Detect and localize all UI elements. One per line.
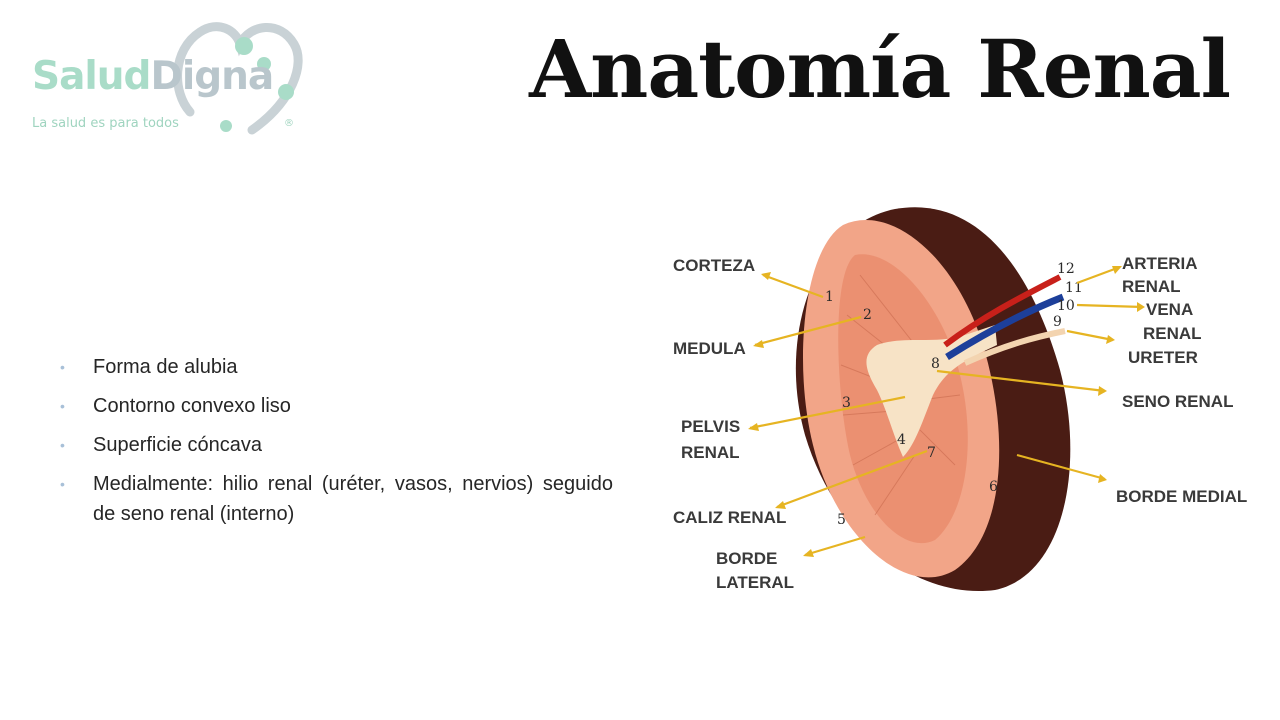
list-item: • Medialmente: hilio renal (uréter, vasos… — [60, 469, 613, 529]
arrow-medula — [754, 315, 862, 347]
bullet-icon: • — [60, 398, 65, 414]
label-arrows — [748, 265, 1145, 557]
label-vena-2: RENAL — [1143, 324, 1202, 343]
marker-8: 8 — [931, 356, 940, 372]
marker-10: 10 — [1057, 298, 1075, 314]
renal-artery — [943, 274, 1062, 348]
label-corteza: CORTEZA — [673, 256, 755, 275]
arrow-ureter — [1066, 329, 1114, 342]
label-arteria-1: ARTERIA — [1122, 254, 1198, 273]
list-item: • Superficie cóncava — [60, 430, 613, 460]
salud-digna-logo: SaludDigna La salud es para todos ® — [22, 10, 322, 145]
marker-1: 1 — [825, 289, 834, 305]
arrow-seno — [936, 369, 1106, 393]
label-borde-lateral-2: LATERAL — [716, 573, 794, 592]
arrow-arteria — [1076, 265, 1121, 285]
label-arteria-2: RENAL — [1122, 277, 1181, 296]
renal-pelvis — [866, 325, 997, 457]
kidney-diagram: 1 2 3 4 5 6 7 8 9 10 11 12 CORTEZA MEDUL… — [673, 207, 1247, 592]
label-medula: MEDULA — [673, 339, 746, 358]
registered-mark: ® — [284, 118, 294, 129]
label-seno: SENO RENAL — [1122, 392, 1233, 411]
label-borde-lateral-1: BORDE — [716, 549, 777, 568]
bullet-text: Superficie cóncava — [93, 434, 262, 456]
marker-5: 5 — [837, 512, 846, 528]
marker-11: 11 — [1065, 280, 1083, 296]
ureter — [963, 328, 1066, 366]
bullet-text: Medialmente: hilio renal (uréter, vasos,… — [93, 473, 613, 525]
bullet-icon: • — [60, 359, 65, 375]
logo-tagline: La salud es para todos — [32, 116, 179, 131]
marker-12: 12 — [1057, 261, 1075, 277]
logo-wordmark: SaludDigna — [32, 54, 274, 99]
marker-2: 2 — [863, 307, 872, 323]
list-item: • Contorno convexo liso — [60, 391, 613, 421]
bullet-text: Forma de alubia — [93, 356, 238, 378]
arrow-borde-medial — [1016, 453, 1106, 481]
marker-4: 4 — [897, 432, 906, 448]
logo-word-digna: Digna — [150, 54, 274, 99]
arrow-borde-lateral — [804, 535, 866, 557]
bullet-list: •Forma de alubia •Contorno convexo liso … — [60, 352, 613, 538]
marker-7: 7 — [927, 445, 936, 461]
label-ureter: URETER — [1128, 348, 1198, 367]
list-item: • Forma de alubia — [60, 352, 613, 382]
label-pelvis-1: PELVIS — [681, 417, 740, 436]
label-pelvis-2: RENAL — [681, 443, 740, 462]
bullet-icon: • — [60, 476, 65, 492]
logo-word-salud: Salud — [32, 54, 151, 99]
bullet-text: Contorno convexo liso — [93, 395, 291, 417]
label-borde-medial: BORDE MEDIAL — [1116, 487, 1247, 506]
marker-6: 6 — [989, 479, 998, 495]
heart-logo-icon — [173, 22, 303, 135]
arrow-vena — [1076, 303, 1144, 309]
arrow-caliz — [776, 449, 928, 509]
renal-vein — [945, 293, 1065, 360]
bullet-icon: • — [60, 437, 65, 453]
arrow-corteza — [762, 273, 824, 299]
marker-3: 3 — [842, 395, 851, 411]
marker-9: 9 — [1053, 314, 1062, 330]
label-caliz: CALIZ RENAL — [673, 508, 786, 527]
label-vena-1: VENA — [1146, 300, 1193, 319]
arrow-pelvis — [749, 395, 906, 430]
page-title: Anatomía Renal — [529, 22, 1231, 116]
